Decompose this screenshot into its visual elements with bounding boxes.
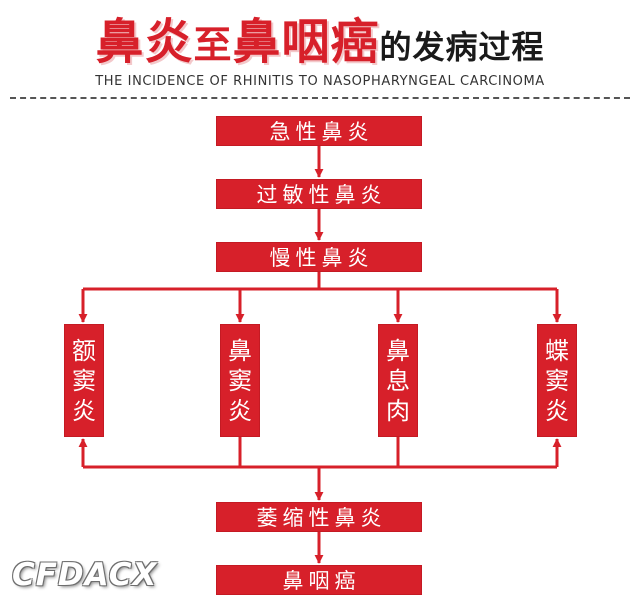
node-atrophic-rhinitis: 萎缩性鼻炎 bbox=[216, 502, 422, 532]
watermark: CFDACX bbox=[12, 557, 158, 593]
node-chronic-rhinitis: 慢性鼻炎 bbox=[216, 242, 422, 272]
dashed-divider bbox=[10, 97, 630, 99]
title-part-rhinitis: 鼻炎 bbox=[95, 14, 194, 70]
title-part-process: 的发病过程 bbox=[379, 28, 545, 66]
title-part-carcinoma: 鼻咽癌 bbox=[232, 14, 380, 70]
subtitle: THE INCIDENCE OF RHINITIS TO NASOPHARYNG… bbox=[95, 74, 545, 89]
node-char: 蝶 bbox=[545, 336, 569, 365]
node-char: 窦 bbox=[72, 366, 96, 395]
node-nasal-polyp: 鼻 息 肉 bbox=[378, 324, 418, 437]
node-char: 窦 bbox=[228, 366, 252, 395]
node-acute-rhinitis: 急性鼻炎 bbox=[216, 116, 422, 146]
node-char: 鼻 bbox=[386, 336, 410, 365]
node-char: 炎 bbox=[228, 396, 252, 425]
node-char: 息 bbox=[386, 366, 410, 395]
page-title: 鼻炎至鼻咽癌的发病过程 bbox=[0, 14, 640, 70]
node-allergic-rhinitis: 过敏性鼻炎 bbox=[216, 179, 422, 209]
node-sinusitis: 鼻 窦 炎 bbox=[220, 324, 260, 437]
node-frontal-sinusitis: 额 窦 炎 bbox=[64, 324, 104, 437]
node-sphenoid-sinusitis: 蝶 窦 炎 bbox=[537, 324, 577, 437]
node-char: 窦 bbox=[545, 366, 569, 395]
node-char: 鼻 bbox=[228, 336, 252, 365]
node-char: 额 bbox=[72, 336, 96, 365]
title-part-to: 至 bbox=[193, 23, 233, 67]
node-char: 肉 bbox=[386, 396, 410, 425]
node-char: 炎 bbox=[72, 396, 96, 425]
node-char: 炎 bbox=[545, 396, 569, 425]
node-nasopharyngeal-carcinoma: 鼻咽癌 bbox=[216, 565, 422, 595]
